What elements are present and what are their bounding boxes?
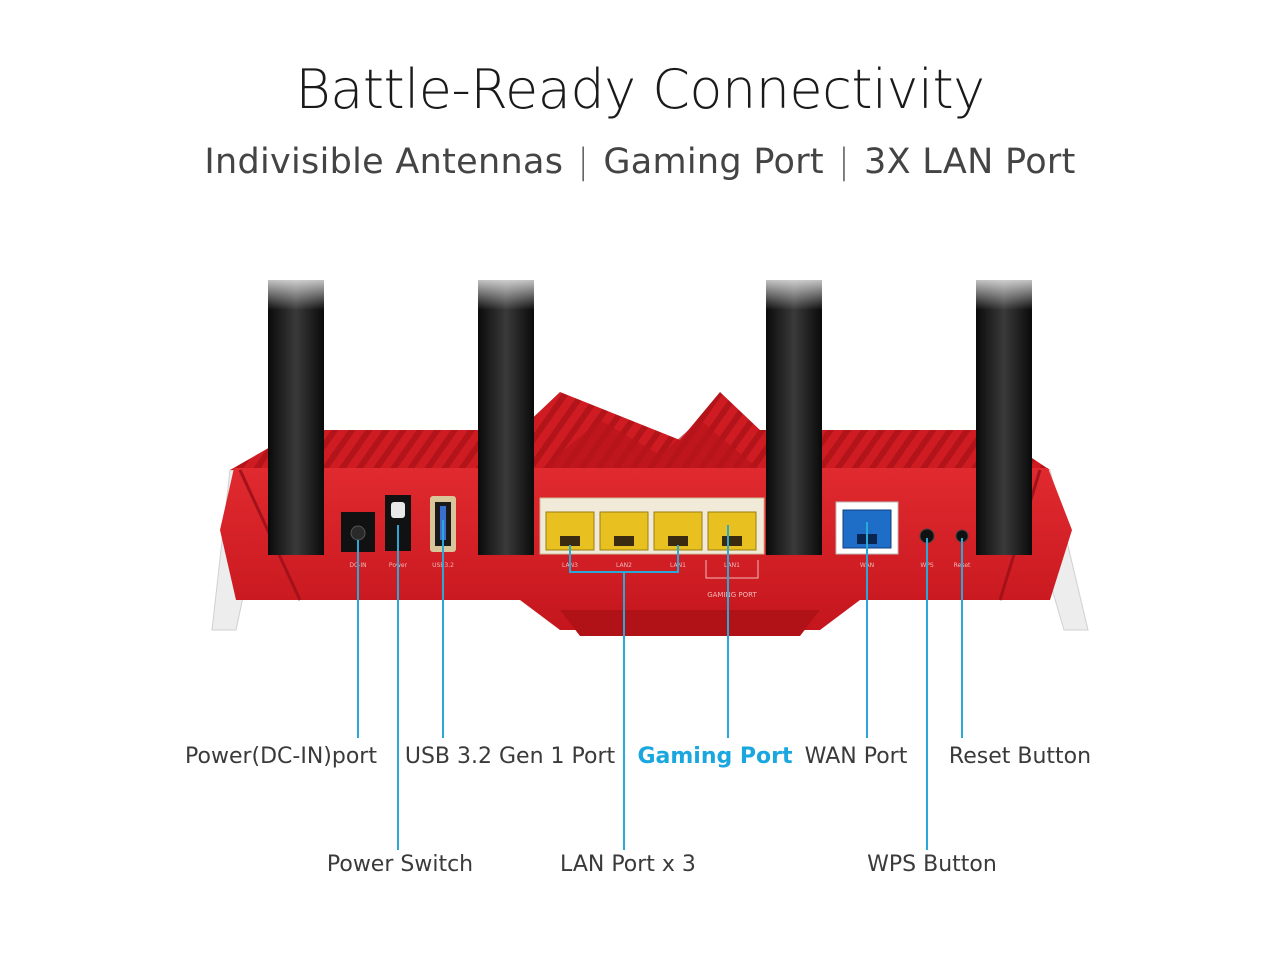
- separator: |: [577, 142, 590, 182]
- lan-port-3: [545, 511, 595, 551]
- label-wan-port: WAN Port: [804, 744, 908, 769]
- antennas: [260, 270, 1050, 555]
- label-power-dc-in: Power(DC-IN)port: [185, 744, 377, 769]
- feature-lan-ports: 3X LAN Port: [864, 142, 1076, 182]
- gaming-port: [707, 511, 757, 551]
- label-gaming-port: Gaming Port: [637, 744, 793, 769]
- lan-port-2: [599, 511, 649, 551]
- label-power-switch: Power Switch: [326, 852, 474, 877]
- feature-gaming-port: Gaming Port: [603, 142, 824, 182]
- silk-lan2: LAN2: [616, 562, 632, 569]
- label-reset-button: Reset Button: [948, 744, 1092, 769]
- label-usb-port: USB 3.2 Gen 1 Port: [404, 744, 616, 769]
- separator: |: [837, 142, 851, 182]
- label-wps-button: WPS Button: [867, 852, 997, 877]
- chassis-top-ridge: [230, 392, 1050, 470]
- page-title: Battle-Ready Connectivity: [295, 58, 985, 121]
- silk-gaming-port: GAMING PORT: [707, 591, 757, 599]
- callout-lines: [357, 520, 963, 850]
- silk-lan1-gaming: LAN1: [724, 562, 740, 569]
- lan-port-1: [653, 511, 703, 551]
- feature-subtitle: Indivisible Antennas | Gaming Port | 3X LAN …: [0, 142, 1280, 182]
- lan-port-block: [539, 497, 765, 555]
- gaming-port-bracket: [705, 560, 759, 579]
- label-lan-ports: LAN Port x 3: [560, 852, 696, 877]
- feature-antennas: Indivisible Antennas: [204, 142, 564, 182]
